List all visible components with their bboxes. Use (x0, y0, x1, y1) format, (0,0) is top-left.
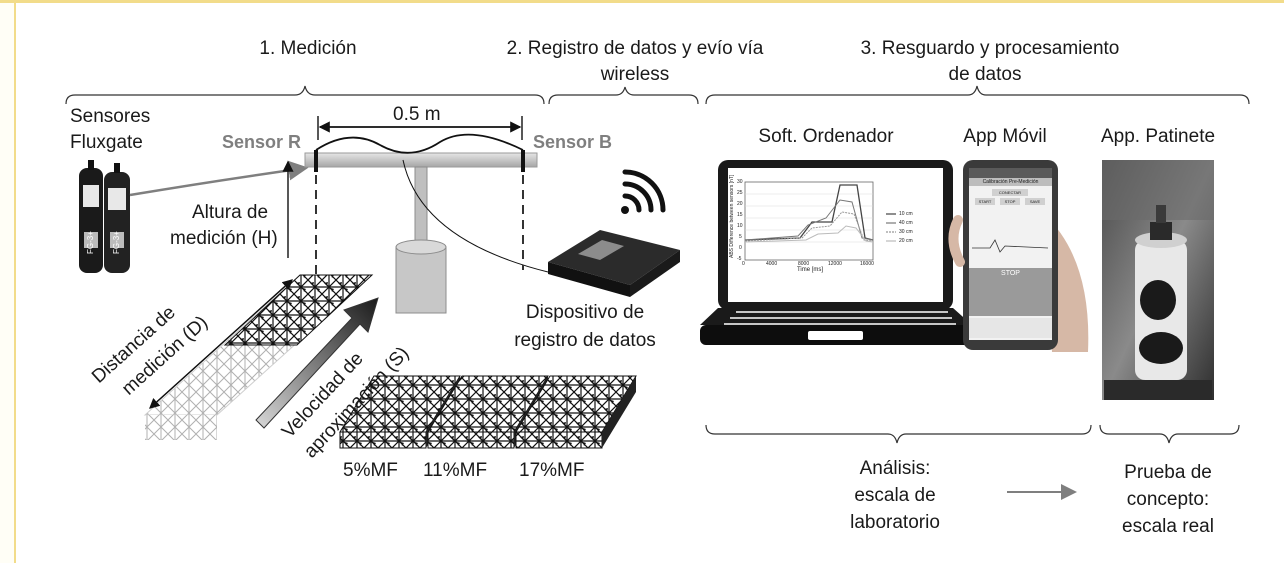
phone-stop-small-button[interactable]: STOP (1004, 199, 1016, 204)
mini-chart-ytick: 5 (739, 234, 742, 240)
phone-connect-button[interactable]: CONECTAR (998, 190, 1022, 195)
device-label-line2: registro de datos (514, 330, 656, 351)
sample-label-5mf: 5%MF (343, 460, 398, 481)
mini-chart-xtick: 4000 (766, 261, 778, 267)
bracket-section-1 (65, 85, 545, 105)
device-label-line1: Dispositivo de (525, 302, 645, 323)
mini-chart-ytick: 25 (737, 190, 743, 196)
frame-left-border (14, 0, 16, 563)
soft-ordenador-title: Soft. Ordenador (758, 126, 894, 147)
phone-save-button[interactable]: SAVE (1029, 199, 1041, 204)
phone-header: Calibración Pre-Medición (982, 179, 1039, 185)
mini-chart-ytick: -5 (737, 256, 742, 262)
sample-tile-11mf (427, 375, 549, 449)
altura-label-line1: Altura de (192, 202, 269, 223)
mini-chart-legend-item: 30 cm (899, 229, 913, 235)
bracket-section-2 (548, 86, 699, 105)
laptop-illustration (700, 160, 972, 345)
section-2-title-line2: wireless (600, 64, 670, 85)
measurement-track (143, 274, 374, 440)
phone-stop-button[interactable]: STOP (1001, 270, 1020, 277)
distance-label: 0.5 m (393, 104, 441, 125)
section-1-title: 1. Medición (259, 38, 357, 59)
phone-illustration (948, 160, 1089, 352)
fluxgate-sensors-image (79, 160, 130, 273)
data-logger-device (548, 230, 680, 297)
mini-chart-xtick: 0 (742, 261, 745, 267)
mini-chart-ytick: 20 (737, 201, 743, 207)
mini-chart-legend-item: 10 cm (899, 211, 913, 217)
altura-label-line2: medición (H) (170, 228, 278, 249)
mini-chart-ylabel: ABS Difference between sensors [nT] (729, 174, 735, 258)
sample-label-17mf: 17%MF (519, 460, 585, 481)
sensor-pointer-arrow (129, 160, 309, 197)
prueba-label-line2: concepto: (1126, 489, 1210, 510)
mini-chart-legend-item: 20 cm (899, 238, 913, 244)
analysis-bracket (705, 424, 1092, 444)
bracket-section-3 (705, 85, 1250, 105)
phone-start-button[interactable]: START (978, 199, 992, 204)
mini-chart-ytick: 0 (739, 245, 742, 251)
distance-arrow-down (149, 279, 293, 409)
fg-label-left: FG-3+ (86, 231, 95, 254)
prueba-label-line1: Prueba de (1124, 462, 1212, 483)
mini-chart-ytick: 30 (737, 179, 743, 185)
mini-chart-ytick: 15 (737, 212, 743, 218)
fg-label-right: FG-3+ (112, 231, 121, 254)
wifi-icon (621, 169, 666, 214)
mini-chart-legend-item: 40 cm (899, 220, 913, 226)
mini-chart-xlabel: Time [ms] (796, 267, 824, 273)
mini-chart (744, 181, 896, 261)
mini-chart-xtick: 12000 (828, 261, 842, 267)
section-3-title-line2: de datos (948, 64, 1022, 85)
section-2-title-line1: 2. Registro de datos y evío vía (506, 38, 764, 59)
distance-dimension (317, 116, 523, 140)
frame-top-border (0, 0, 1284, 3)
app-patinete-title: App. Patinete (1100, 126, 1216, 147)
section-3-title-line1: 3. Resguardo y procesamiento (860, 38, 1120, 59)
velocity-arrow (255, 297, 379, 429)
app-movil-title: App Móvil (963, 126, 1047, 147)
measurement-stand (304, 133, 549, 314)
sensores-label-line1: Sensores (70, 106, 151, 127)
sample-tile-17mf (515, 375, 637, 449)
sensores-label-line2: Fluxgate (70, 132, 143, 153)
sample-label-11mf: 11%MF (423, 460, 488, 481)
mini-chart-xtick: 16000 (860, 261, 874, 267)
analisis-label-line1: Análisis: (859, 458, 931, 479)
prueba-label-line3: escala real (1122, 516, 1214, 537)
sensor-r-label: Sensor R (222, 132, 302, 152)
sensor-b-label: Sensor B (533, 132, 613, 152)
analisis-label-line2: escala de (854, 485, 936, 506)
mini-chart-xtick: 8000 (798, 261, 810, 267)
scooter-photo (1102, 160, 1214, 400)
mini-chart-ytick: 10 (737, 223, 743, 229)
proof-bracket (1099, 424, 1240, 444)
analisis-label-line3: laboratorio (850, 512, 940, 533)
